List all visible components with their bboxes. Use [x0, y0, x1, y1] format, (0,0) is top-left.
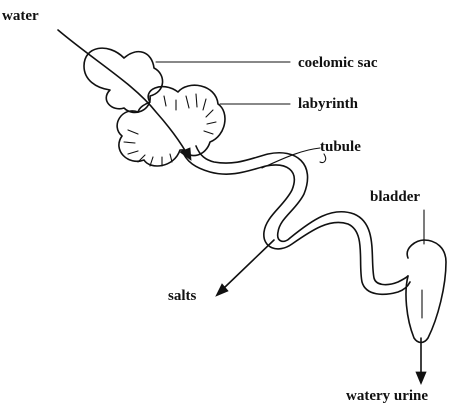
tubule-inner-wall — [196, 146, 408, 285]
label-tubule: tubule — [320, 139, 361, 155]
water-arrow-line — [58, 30, 186, 152]
label-watery-urine: watery urine — [346, 388, 428, 404]
bladder-outline — [406, 240, 446, 343]
label-labyrinth: labyrinth — [298, 96, 359, 112]
label-salts: salts — [168, 288, 197, 304]
label-bladder: bladder — [370, 189, 420, 205]
label-water: water — [2, 8, 39, 24]
salts-arrow-line — [224, 240, 274, 288]
urine-arrowhead — [416, 372, 426, 384]
label-coelomic-sac: coelomic sac — [298, 55, 378, 71]
labyrinth-outline — [117, 85, 225, 166]
tubule-leader-tick — [320, 154, 326, 163]
tubule-outer-wall — [182, 150, 410, 294]
